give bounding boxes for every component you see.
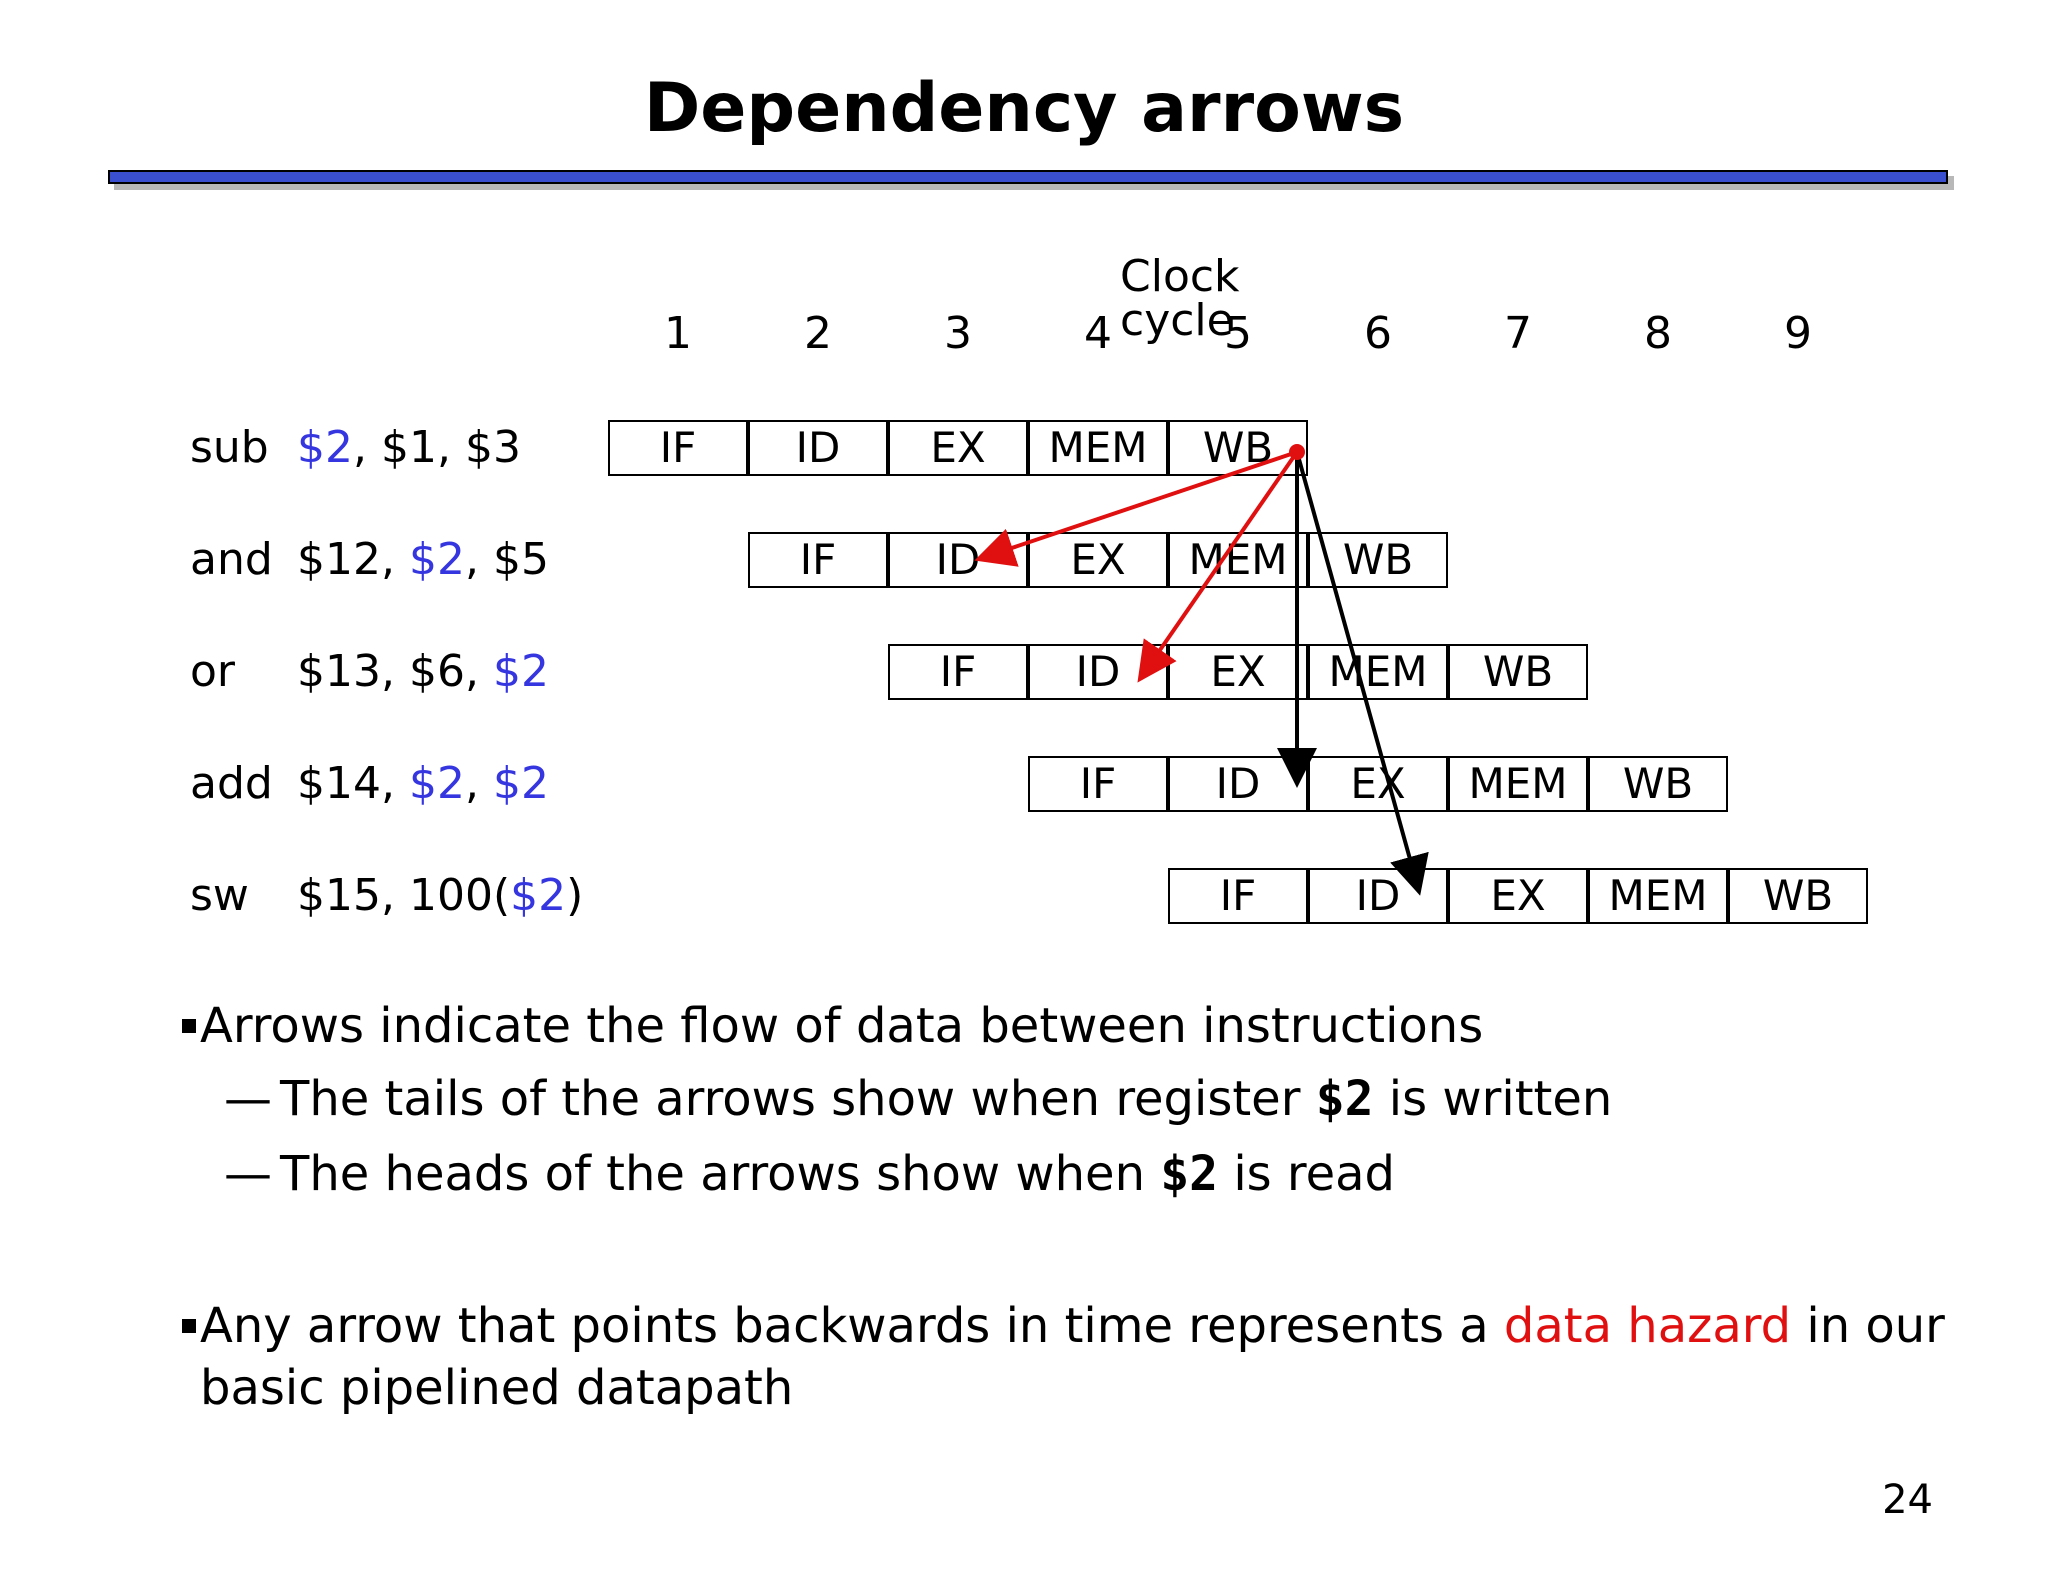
bullet-square-icon <box>182 1019 196 1033</box>
cycle-number-1: 1 <box>664 308 692 359</box>
operand-text: $12 <box>297 534 381 585</box>
instruction-add: add $14, $2, $2 <box>190 756 570 812</box>
opcode: add <box>190 758 273 809</box>
slide-title: Dependency arrows <box>643 69 1405 148</box>
stage-mem-add: MEM <box>1448 756 1588 812</box>
bullet-data-hazard: Any arrow that points backwards in time … <box>182 1295 1980 1419</box>
instruction-sub: sub $2, $1, $3 <box>190 420 570 476</box>
operand-text: $1 <box>380 422 437 473</box>
stage-mem-sub: MEM <box>1028 420 1168 476</box>
stage-mem-sw: MEM <box>1588 868 1728 924</box>
operand-text: , <box>436 422 465 473</box>
operand-text: $5 <box>492 534 549 585</box>
dash-marker: — <box>224 1071 272 1127</box>
clock-cycle-label: Clock cycle <box>1120 251 1240 346</box>
register-highlight: $2 <box>297 422 353 473</box>
stage-if-add: IF <box>1028 756 1168 812</box>
cycle-number-8: 8 <box>1644 308 1672 359</box>
cycle-number-7: 7 <box>1504 308 1532 359</box>
cycle-number-6: 6 <box>1364 308 1392 359</box>
stage-wb-and: WB <box>1308 532 1448 588</box>
stage-ex-add: EX <box>1308 756 1448 812</box>
operand-text: ) <box>566 870 584 921</box>
operand-text: , 100( <box>380 870 511 921</box>
opcode: sub <box>190 422 269 473</box>
cycle-number-3: 3 <box>944 308 972 359</box>
stage-ex-or: EX <box>1168 644 1308 700</box>
register-highlight: $2 <box>492 646 549 697</box>
instruction-or: or $13, $6, $2 <box>190 644 570 700</box>
subbullet-heads: — The heads of the arrows show when $2 i… <box>224 1143 1396 1205</box>
register-highlight: $2 <box>408 758 465 809</box>
operand-text: , <box>380 534 409 585</box>
cycle-number-9: 9 <box>1784 308 1812 359</box>
stage-wb-sub: WB <box>1168 420 1308 476</box>
stage-if-sub: IF <box>608 420 748 476</box>
bullet-text: Any arrow that points backwards in time … <box>200 1298 1504 1354</box>
operand-text: , <box>353 422 381 473</box>
stage-id-sw: ID <box>1308 868 1448 924</box>
subbullet-text: The tails of the arrows show when regist… <box>280 1071 1316 1127</box>
register-highlight: $2 <box>510 870 567 921</box>
opcode: or <box>190 646 236 697</box>
cycle-number-4: 4 <box>1084 308 1112 359</box>
cycle-number-5: 5 <box>1224 308 1252 359</box>
operand-text: , <box>464 534 493 585</box>
page-number: 24 <box>1882 1477 1933 1523</box>
stage-ex-sub: EX <box>888 420 1028 476</box>
operand-text: $13 <box>297 646 381 697</box>
subbullet-tails: — The tails of the arrows show when regi… <box>224 1068 1613 1130</box>
register-highlight: $2 <box>408 534 465 585</box>
stage-if-sw: IF <box>1168 868 1308 924</box>
bullet-arrows-flow: Arrows indicate the flow of data between… <box>182 995 1980 1057</box>
stage-id-or: ID <box>1028 644 1168 700</box>
bullet-square-icon <box>182 1319 196 1333</box>
subbullet-text-end: is read <box>1218 1146 1396 1202</box>
stage-id-sub: ID <box>748 420 888 476</box>
stage-if-and: IF <box>748 532 888 588</box>
operand-text: $6 <box>408 646 465 697</box>
operand-text: , <box>464 646 493 697</box>
cycle-number-2: 2 <box>804 308 832 359</box>
stage-wb-sw: WB <box>1728 868 1868 924</box>
operand-text: , <box>380 758 409 809</box>
opcode: sw <box>190 870 249 921</box>
register-code: $2 <box>1160 1146 1219 1202</box>
title-underline <box>108 170 1948 184</box>
stage-id-add: ID <box>1168 756 1308 812</box>
subbullet-text: The heads of the arrows show when <box>280 1146 1161 1202</box>
stage-wb-or: WB <box>1448 644 1588 700</box>
subbullet-text-end: is written <box>1373 1071 1613 1127</box>
stage-mem-or: MEM <box>1308 644 1448 700</box>
operand-text: , <box>464 758 493 809</box>
stage-if-or: IF <box>888 644 1028 700</box>
stage-ex-and: EX <box>1028 532 1168 588</box>
stage-id-and: ID <box>888 532 1028 588</box>
operand-text: $15 <box>297 870 381 921</box>
data-hazard-highlight: data hazard <box>1503 1298 1792 1354</box>
stage-mem-and: MEM <box>1168 532 1308 588</box>
register-code: $2 <box>1315 1071 1374 1127</box>
bullet-text-end: in our basic pipelined datapath <box>200 1298 1945 1416</box>
dash-marker: — <box>224 1146 272 1202</box>
stage-wb-add: WB <box>1588 756 1728 812</box>
stage-ex-sw: EX <box>1448 868 1588 924</box>
register-highlight: $2 <box>492 758 549 809</box>
operand-text: $3 <box>464 422 521 473</box>
bullet-text: Arrows indicate the flow of data between… <box>200 998 1484 1054</box>
operand-text: $14 <box>297 758 381 809</box>
instruction-sw: sw $15, 100($2) <box>190 868 583 924</box>
operand-text: , <box>380 646 409 697</box>
instruction-and: and $12, $2, $5 <box>190 532 570 588</box>
opcode: and <box>190 534 273 585</box>
